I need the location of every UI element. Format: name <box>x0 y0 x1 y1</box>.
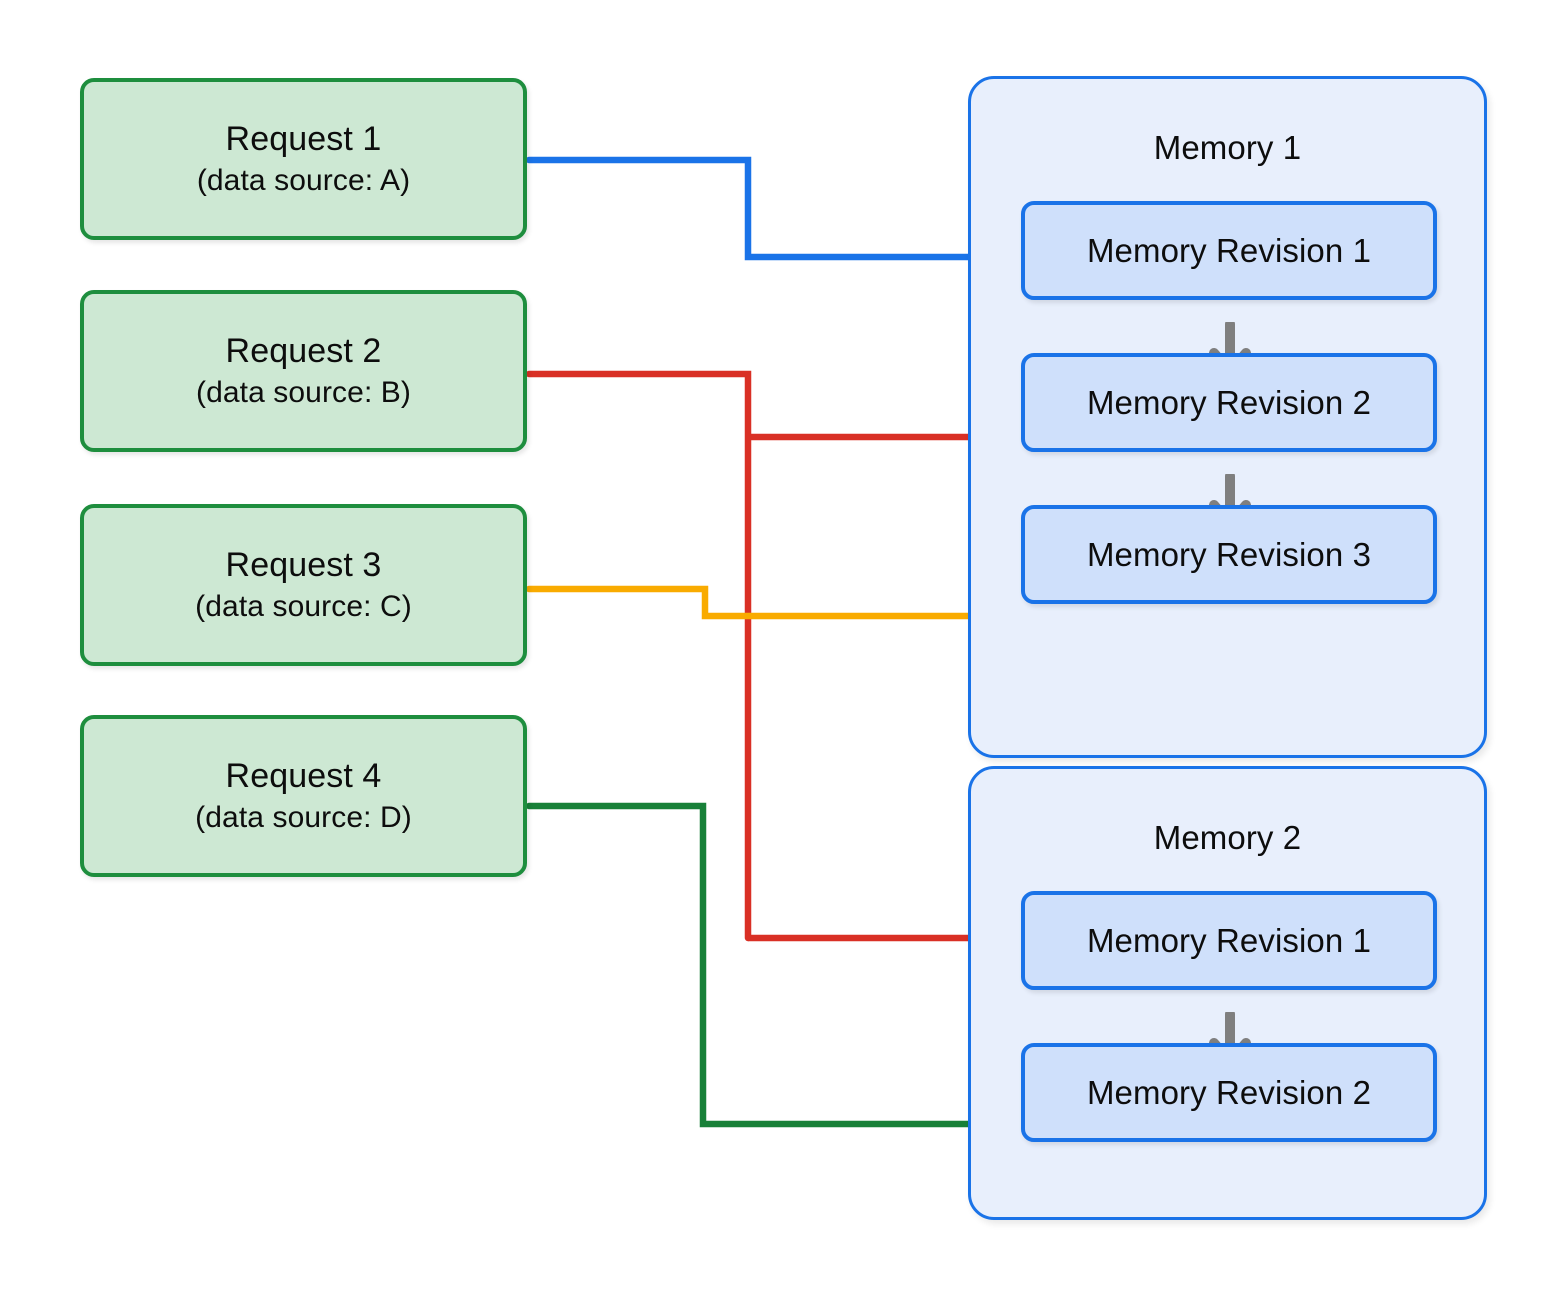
request-title: Request 3 <box>225 545 382 584</box>
memory-container-1[interactable]: Memory 1 Memory Revision 1 Memory Revisi… <box>968 76 1487 758</box>
memory1-revision-box-1[interactable]: Memory Revision 1 <box>1021 201 1437 300</box>
memory-title: Memory 1 <box>1153 129 1302 166</box>
request-subtitle: (data source: D) <box>195 800 412 834</box>
memory2-revision-box-2[interactable]: Memory Revision 2 <box>1021 1043 1437 1142</box>
request-box-2[interactable]: Request 2 (data source: B) <box>80 290 527 452</box>
revision-label: Memory Revision 1 <box>1086 231 1372 269</box>
request-box-4[interactable]: Request 4 (data source: D) <box>80 715 527 877</box>
revision-label: Memory Revision 2 <box>1086 1073 1372 1111</box>
wire-request1-to-memory1-revision1 <box>525 156 1004 257</box>
request-subtitle: (data source: B) <box>195 375 412 409</box>
request-title: Request 2 <box>225 331 382 370</box>
request-title: Request 1 <box>225 119 382 158</box>
memory-container-2[interactable]: Memory 2 Memory Revision 1 Memory Revisi… <box>968 766 1487 1220</box>
memory2-revision-box-1[interactable]: Memory Revision 1 <box>1021 891 1437 990</box>
memory1-revision-box-3[interactable]: Memory Revision 3 <box>1021 505 1437 604</box>
request-subtitle: (data source: A) <box>196 163 411 197</box>
revision-label: Memory Revision 2 <box>1086 383 1372 421</box>
revision-label: Memory Revision 1 <box>1086 921 1372 959</box>
wire-request3-to-memory1-revision3 <box>525 585 1004 616</box>
request-box-3[interactable]: Request 3 (data source: C) <box>80 504 527 666</box>
revision-label: Memory Revision 3 <box>1086 535 1372 573</box>
request-title: Request 4 <box>225 756 382 795</box>
memory1-revision-box-2[interactable]: Memory Revision 2 <box>1021 353 1437 452</box>
memory-title: Memory 2 <box>1153 819 1302 856</box>
wire-request2-trunk <box>525 370 752 942</box>
request-subtitle: (data source: C) <box>195 589 412 623</box>
wire-request4-to-memory2-revision2 <box>525 802 1004 1124</box>
request-box-1[interactable]: Request 1 (data source: A) <box>80 78 527 240</box>
